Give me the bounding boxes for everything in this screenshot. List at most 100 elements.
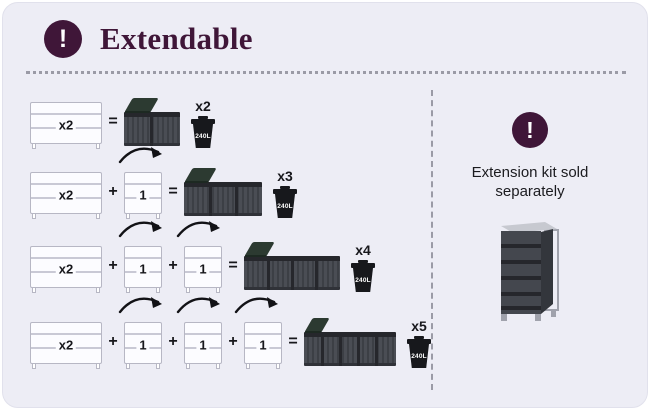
wheelie-bin-icon: 240L [407, 336, 431, 368]
bin-count-label: x2 [195, 98, 211, 114]
frame-icon: x2 [30, 322, 102, 369]
extension-frame-icon: 1 [124, 172, 162, 219]
plus-sign: + [108, 257, 118, 274]
header: ! Extendable [44, 20, 253, 58]
bay-divider [150, 112, 153, 146]
extension-kit-panel: ! Extension kit sold separately [444, 112, 616, 324]
bin-store-image [184, 168, 262, 216]
open-lid-icon [184, 168, 217, 183]
wheelie-bin-icon: 240L [191, 116, 215, 148]
bin-capacity-label: 240L [411, 352, 427, 360]
bay-divider [209, 182, 212, 216]
bin-count-label: x4 [355, 242, 371, 258]
frame-leg [96, 213, 100, 219]
open-lid-icon [124, 98, 159, 113]
bin-lid [351, 260, 375, 268]
bin-count-label: x3 [277, 168, 293, 184]
wheelie-bin-icon: 240L [351, 260, 375, 292]
bin-store-image [124, 98, 180, 146]
exclamation-icon: ! [512, 112, 548, 148]
plus-sign: + [108, 333, 118, 350]
bin-requirement: x3 240L [273, 168, 297, 218]
curved-arrow-icon [176, 221, 220, 238]
frame-leg [96, 363, 100, 369]
configuration-diagram: x2 = x2 240L x2 [30, 88, 432, 400]
bay-divider [375, 332, 378, 366]
frame-icon: x2 [30, 172, 102, 219]
extension-frame-icon: 1 [244, 322, 282, 369]
frame-leg [32, 213, 36, 219]
equals-sign: = [228, 257, 238, 274]
frame-leg [246, 363, 250, 369]
bin-store-image [244, 242, 340, 290]
bin-requirement: x2 240L [191, 98, 215, 148]
frame-leg [126, 213, 130, 219]
bay-divider [339, 332, 342, 366]
curved-arrow-icon [118, 297, 162, 314]
curved-arrow-icon [234, 297, 278, 314]
bay-divider [235, 182, 238, 216]
curved-arrow-icon [176, 297, 220, 314]
frame-label: 1 [256, 337, 270, 353]
frame-label: x2 [55, 337, 77, 353]
plus-sign: + [228, 333, 238, 350]
frame-label: x2 [55, 117, 77, 133]
frame-leg [96, 143, 100, 149]
bin-lid [273, 186, 297, 194]
frame-leg [216, 363, 220, 369]
frame-label: 1 [136, 337, 150, 353]
bin-count-label: x5 [411, 318, 427, 334]
exclamation-icon: ! [44, 20, 82, 58]
bay-divider [315, 256, 318, 290]
plus-sign: + [168, 333, 178, 350]
frame-leg [156, 287, 160, 293]
config-row-3-bin: x2 + 1 = x3 240L [30, 164, 297, 220]
bin-store-image [304, 318, 396, 366]
plus-sign: + [168, 257, 178, 274]
extension-frame-icon: 1 [124, 246, 162, 293]
frame-icon: x2 [30, 102, 102, 149]
bay-divider [291, 256, 294, 290]
extension-frame-icon: 1 [184, 322, 222, 369]
open-lid-icon [304, 318, 330, 333]
frame-leg [156, 363, 160, 369]
frame-leg [186, 363, 190, 369]
config-row-5-bin: x2 + 1 + 1 + 1 = [30, 314, 431, 370]
extension-kit-image [501, 221, 559, 321]
frame-icon: x2 [30, 246, 102, 293]
frame-label: 1 [196, 261, 210, 277]
plus-sign: + [108, 183, 118, 200]
bin-capacity-label: 240L [355, 276, 371, 284]
bay-divider [321, 332, 324, 366]
frame-label: 1 [136, 187, 150, 203]
frame-label: 1 [136, 261, 150, 277]
frame-leg [186, 287, 190, 293]
frame-leg [216, 287, 220, 293]
frame-leg [126, 287, 130, 293]
extension-note: Extension kit sold separately [471, 164, 589, 200]
frame-leg [156, 213, 160, 219]
bin-lid [191, 116, 215, 124]
config-row-4-bin: x2 + 1 + 1 = x4 24 [30, 238, 375, 294]
equals-sign: = [168, 183, 178, 200]
dotted-divider [26, 71, 626, 74]
config-row-2-bin: x2 = x2 240L [30, 94, 215, 150]
bin-lid [407, 336, 431, 344]
wheelie-bin-icon: 240L [273, 186, 297, 218]
frame-leg [126, 363, 130, 369]
bin-capacity-label: 240L [195, 132, 211, 140]
curved-arrow-icon [118, 147, 162, 164]
curved-arrow-icon [118, 221, 162, 238]
bay-divider [267, 256, 270, 290]
equals-sign: = [288, 333, 298, 350]
frame-leg [276, 363, 280, 369]
frame-leg [32, 363, 36, 369]
frame-label: x2 [55, 187, 77, 203]
bin-requirement: x4 240L [351, 242, 375, 292]
bin-requirement: x5 240L [407, 318, 431, 368]
frame-leg [96, 287, 100, 293]
bay-divider [357, 332, 360, 366]
frame-leg [32, 287, 36, 293]
frame-label: x2 [55, 261, 77, 277]
